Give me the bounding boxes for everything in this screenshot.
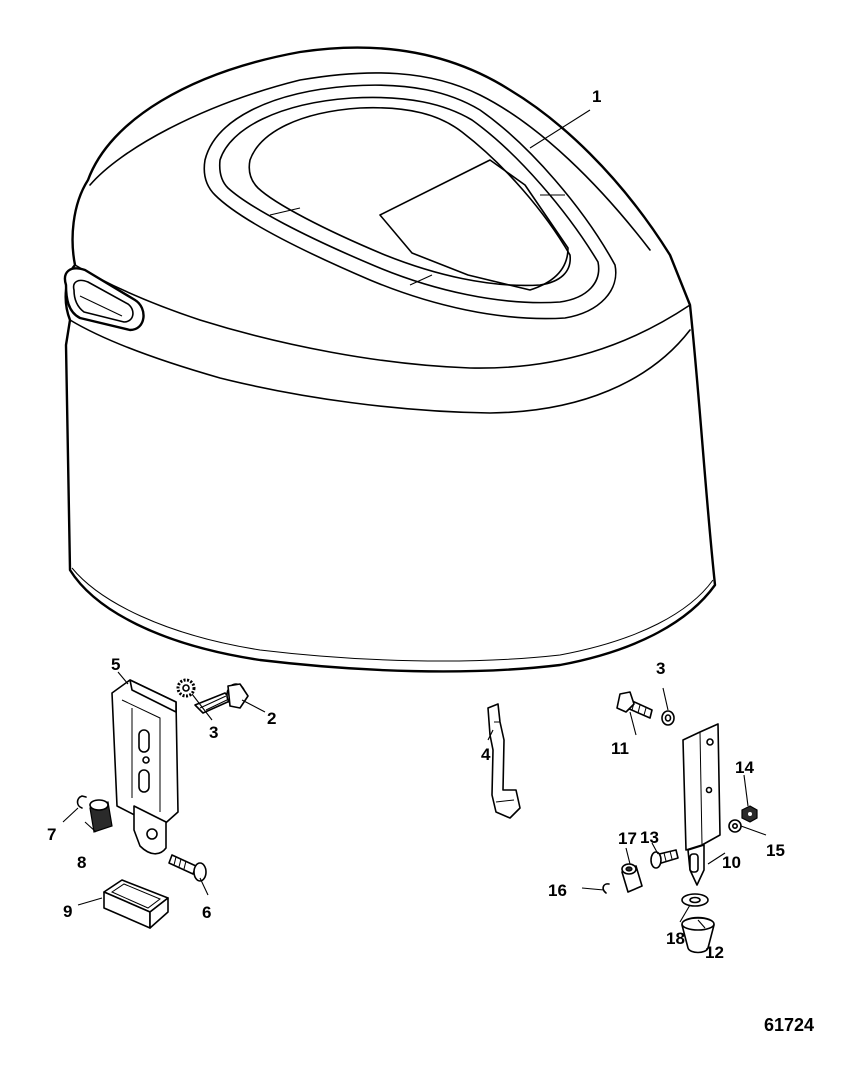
clip-7 — [76, 795, 87, 809]
callout-9: 9 — [63, 902, 72, 921]
callout-13: 13 — [640, 828, 659, 847]
callout-7: 7 — [47, 825, 56, 844]
callout-17: 17 — [618, 829, 637, 848]
callout-labels: 1 2 3 3 4 5 6 7 8 9 10 11 12 13 14 15 16… — [47, 87, 785, 962]
callout-4: 4 — [481, 745, 491, 764]
lock-washer-3-left — [176, 678, 196, 698]
right-bracket-10 — [682, 723, 721, 886]
leader-lines — [62, 109, 767, 929]
hook-4 — [487, 703, 521, 819]
callout-2: 2 — [267, 709, 276, 728]
left-bracket — [111, 679, 179, 855]
washer-18 — [681, 893, 709, 907]
washer-3-right — [661, 710, 675, 726]
callout-3-left: 3 — [209, 723, 218, 742]
pin-6 — [168, 854, 207, 882]
washer-15 — [728, 819, 742, 833]
callout-1: 1 — [592, 87, 601, 106]
bumper-12 — [681, 916, 715, 954]
stud-13 — [650, 849, 679, 869]
callout-15: 15 — [766, 841, 785, 860]
callout-8: 8 — [77, 853, 86, 872]
bolt-2 — [194, 683, 249, 714]
callout-18: 18 — [666, 929, 685, 948]
callout-11: 11 — [611, 739, 629, 758]
pad-9 — [103, 879, 169, 929]
callout-6: 6 — [202, 903, 211, 922]
callout-12: 12 — [705, 943, 724, 962]
callout-14: 14 — [735, 758, 754, 777]
bushing-17 — [621, 863, 643, 893]
top-cowl — [63, 46, 717, 673]
bolt-11 — [616, 691, 653, 719]
spacer-8 — [89, 799, 113, 833]
callout-16: 16 — [548, 881, 567, 900]
callout-3-right: 3 — [656, 659, 665, 678]
callout-5: 5 — [111, 655, 120, 674]
clip-16 — [602, 883, 610, 894]
nut-14 — [741, 805, 758, 823]
figure-number: 61724 — [764, 1015, 814, 1035]
callout-10: 10 — [722, 853, 741, 872]
